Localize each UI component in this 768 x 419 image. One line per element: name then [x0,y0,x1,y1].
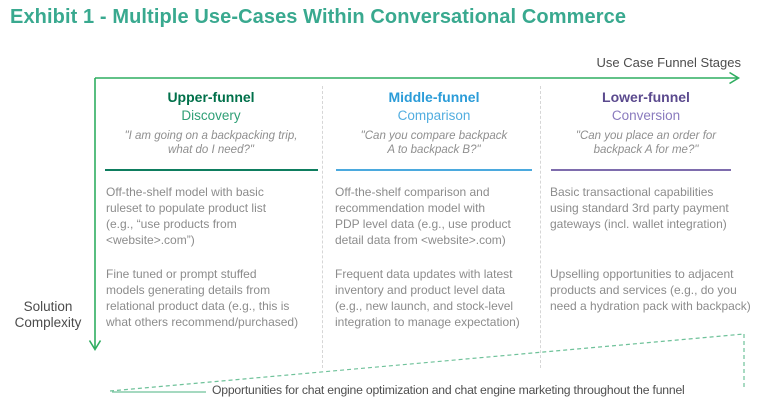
upper-funnel-heading: Upper-funnel [167,89,255,105]
upper-funnel-paragraph-1: Off-the-shelf model with basic ruleset t… [106,185,267,247]
lower-funnel-paragraph-1: Basic transactional capabilities using s… [550,185,729,231]
upper-funnel-quote: "I am going on a backpacking trip, what … [124,130,298,156]
lower-funnel-accent-divider [551,169,731,171]
lower-funnel-heading: Lower-funnel [602,89,690,105]
upper-funnel-paragraph-2: Fine tuned or prompt stuffed models gene… [106,267,299,329]
y-axis-label: Solution Complexity [14,299,82,330]
footer-opportunity-label: Opportunities for chat engine optimizati… [212,383,685,397]
upper-funnel-stage: Discovery [181,108,241,123]
middle-funnel-stage: Comparison [397,108,471,123]
middle-funnel-paragraph-1: Off-the-shelf comparison and recommendat… [335,185,511,247]
x-axis-arrow-icon [729,71,741,85]
y-axis-arrow-icon [88,340,102,352]
column-divider-2 [540,86,541,368]
lower-funnel-paragraph-2: Upselling opportunities to adjacent prod… [550,267,751,313]
column-lower-funnel: Lower-funnel Conversion "Can you place a… [545,89,747,157]
column-upper-funnel: Upper-funnel Discovery "I am going on a … [104,89,318,157]
middle-funnel-paragraph-2: Frequent data updates with latest invent… [335,267,520,329]
exhibit-title: Exhibit 1 - Multiple Use-Cases Within Co… [10,6,627,28]
column-middle-funnel: Middle-funnel Comparison "Can you compar… [332,89,536,157]
upper-funnel-accent-divider [105,169,318,171]
middle-funnel-accent-divider [336,169,532,171]
x-axis-label: Use Case Funnel Stages [596,55,741,70]
lower-funnel-quote: "Can you place an order for backpack A f… [575,130,717,156]
lower-funnel-stage: Conversion [611,108,681,123]
column-divider-1 [322,86,323,368]
middle-funnel-heading: Middle-funnel [388,89,480,105]
middle-funnel-quote: "Can you compare backpack A to backpack … [360,130,508,156]
